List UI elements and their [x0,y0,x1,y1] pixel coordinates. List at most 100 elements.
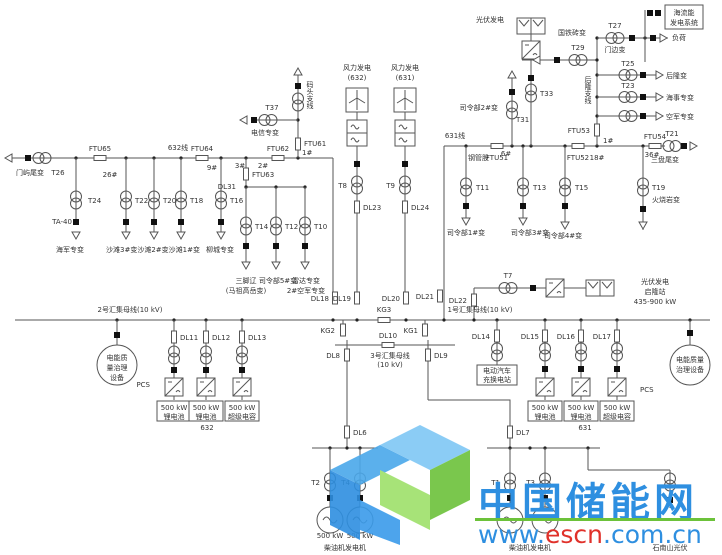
label: DL6 [353,429,367,437]
label: DL10 [379,332,397,340]
load-arrow-icon [689,141,699,151]
breaker-icon [243,167,249,181]
switch-closed-icon [357,495,363,501]
label: FTU63 [252,171,274,179]
breaker-icon [354,291,360,305]
label: 500 kW [161,404,188,412]
label: 超级电容 [603,412,631,421]
switch-closed-icon [530,285,536,291]
switch-closed-icon [251,117,257,123]
ev-charging-station-box [476,364,518,386]
transformer-icon [70,197,82,210]
breaker-icon [571,143,585,149]
transformer-icon [517,177,529,190]
label: 3号汇集母线 [370,351,409,360]
breaker-icon [594,123,600,137]
label: DL13 [248,334,266,342]
turbine-blades [396,90,414,104]
label: 三脚辽 [236,276,257,285]
junction-dot [355,318,359,322]
breaker-icon [648,143,662,149]
junction-dot [472,318,476,322]
label: T20 [162,197,176,205]
label: 超级电容 [228,412,256,421]
label: T4 [340,479,350,487]
label: T22 [134,197,148,205]
label: 435-900 kW [634,298,677,306]
label: T3 [525,479,535,487]
switch-closed-icon [123,219,129,225]
switch-closed-icon [650,35,656,41]
label: DL12 [212,334,230,342]
breaker-icon [578,329,584,343]
load-arrow-icon [531,55,541,65]
label: FTU53 [568,127,590,135]
transformer-icon [517,184,529,197]
junction-dot [345,446,349,450]
transformer-icon [568,54,581,66]
converter-glyph [549,282,562,294]
transformer-icon [399,182,411,195]
switch-closed-icon [667,497,673,503]
switch-closed-icon [640,113,646,119]
load-arrow-icon [638,221,648,231]
transformer-icon [236,345,248,358]
switch-closed-icon [687,330,693,336]
load-arrow-icon [238,115,248,125]
breaker-icon [93,155,107,161]
label: T31 [515,116,529,124]
transformer-icon [618,91,631,103]
label: FTU65 [89,145,111,153]
label: 500 kW [193,404,220,412]
transformer-icon [240,216,252,229]
storage-box [224,400,260,422]
label: (10 kV) [377,361,403,369]
label: T26 [50,169,65,177]
switch-closed-icon [507,495,513,501]
breaker-icon [422,323,428,337]
label: (631) [396,74,415,82]
label: T12 [284,223,298,231]
switch-closed-icon [554,57,560,63]
transformer-icon [175,197,187,210]
breaker-icon [203,330,209,344]
label: PCS [640,386,654,394]
label: 门边变 [605,45,626,54]
wire [518,19,530,27]
label: FTU64 [191,145,214,153]
label: DL16 [557,333,576,341]
transformer-icon [559,184,571,197]
switch-closed-icon [273,243,279,249]
transformer-icon [625,91,638,103]
url-prefix: www. [478,520,545,549]
converter-glyph [525,44,538,56]
label: 设备 [110,373,124,382]
converter-glyph [539,381,552,393]
transformer-icon [525,90,537,103]
load-arrow-icon [300,261,310,271]
switch-closed-icon [640,72,646,78]
wire [521,40,541,60]
converter-glyph [200,381,213,393]
storage-box [188,400,224,422]
label: 电能质 [107,353,128,362]
label: 锂电池 [571,412,592,421]
label: 1号汇集母线(10 kV) [448,305,513,314]
switch-closed-icon [578,366,584,372]
label: T24 [87,197,102,205]
switch-closed-icon [562,203,568,209]
breaker-icon [340,323,346,337]
label: 发电系统 [670,18,698,27]
label: DL21 [416,293,434,301]
label: 负荷 [672,33,686,42]
label: DL22 [449,297,467,305]
label: T13 [532,184,546,192]
transformer-icon [299,223,311,236]
breaker-icon [344,425,350,439]
label: FTU61 [304,140,326,148]
label: 电信专变 [251,128,279,137]
switch-closed-icon [151,219,157,225]
wire [587,281,599,289]
label: 空军专变 [666,112,694,121]
label: T14 [254,223,269,231]
